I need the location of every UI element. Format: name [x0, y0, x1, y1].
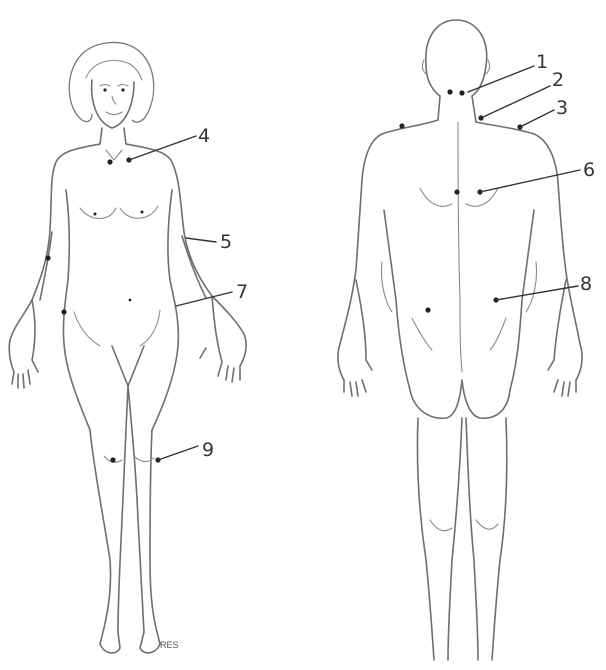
point-label-4: 4 [198, 125, 210, 147]
artist-signature: RES [160, 640, 179, 650]
tender-point-2: 2 [478, 69, 564, 121]
tender-point-9-dot-1 [110, 457, 115, 462]
tender-point-4: 4 [107, 125, 210, 165]
leader-line-4 [129, 136, 196, 160]
tender-point-5: 5 [45, 231, 232, 261]
point-label-3: 3 [556, 97, 568, 119]
point-label-5: 5 [220, 231, 232, 253]
back-figure [338, 20, 582, 660]
point-label-1: 1 [536, 51, 548, 73]
front-legs [90, 386, 160, 644]
leader-line-5 [186, 238, 216, 242]
front-hair [69, 42, 153, 122]
tender-point-6: 6 [454, 159, 595, 195]
back-right-hand [548, 280, 582, 396]
back-left-hand [338, 280, 372, 396]
tender-point-3-dot-1 [399, 123, 404, 128]
back-head [426, 20, 487, 96]
leader-line-1 [468, 66, 534, 92]
tender-point-1-dot-1 [447, 89, 452, 94]
tender-point-3: 3 [399, 97, 568, 130]
front-face [92, 80, 134, 128]
spine-line [458, 122, 462, 372]
tender-point-7-dot-1 [61, 309, 66, 314]
leader-line-3 [520, 110, 554, 127]
tender-point-1: 1 [447, 51, 548, 96]
point-label-7: 7 [236, 281, 248, 303]
front-right-hand [200, 296, 246, 382]
point-label-6: 6 [583, 159, 595, 181]
leader-line-9 [158, 446, 198, 460]
tender-point-1-dot-2 [459, 90, 464, 95]
buttocks [410, 380, 510, 418]
back-legs [417, 418, 506, 660]
tender-point-5-dot-1 [45, 255, 50, 260]
front-figure [9, 42, 246, 652]
point-label-9: 9 [202, 439, 214, 461]
tender-point-6-dot-1 [454, 189, 459, 194]
tender-point-4-dot-1 [107, 159, 112, 164]
leader-line-8 [496, 286, 578, 300]
tender-point-7: 7 [61, 281, 248, 315]
point-label-8: 8 [580, 273, 592, 295]
tender-point-8-dot-1 [425, 307, 430, 312]
leader-line-2 [481, 86, 550, 118]
point-label-2: 2 [552, 69, 564, 91]
leader-line-6 [480, 170, 580, 192]
